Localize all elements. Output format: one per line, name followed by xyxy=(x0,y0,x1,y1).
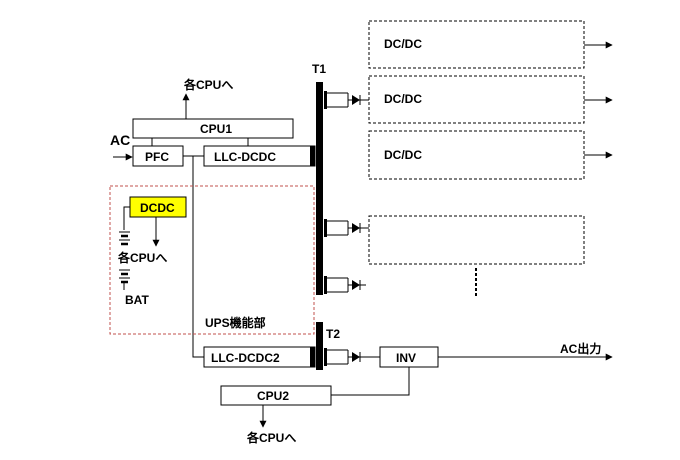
dcdc-box-3-label: DC/DC xyxy=(384,148,422,162)
battery-label: BAT xyxy=(125,293,149,307)
llc-dcdc2-label: LLC-DCDC2 xyxy=(211,351,280,365)
llc-dcdc-label: LLC-DCDC xyxy=(214,150,276,164)
secondary-winding-3 xyxy=(324,276,366,294)
to-cpus-ups-label: 各CPUへ xyxy=(117,250,167,265)
t1-label: T1 xyxy=(312,62,326,76)
t1-core-bar xyxy=(316,82,323,295)
battery-icon xyxy=(119,231,130,290)
diode-icon xyxy=(352,280,360,290)
to-cpus-top-label: 各CPUへ xyxy=(183,77,233,92)
dcdc-box-2-label: DC/DC xyxy=(384,92,422,106)
dcdc-box-1 xyxy=(368,20,585,69)
llc-primary-winding xyxy=(310,146,315,166)
cpu2-label: CPU2 xyxy=(257,389,289,403)
ac-output-label: AC出力 xyxy=(560,341,601,356)
inv-label: INV xyxy=(396,351,416,365)
diode-icon xyxy=(352,223,360,233)
ac-input-label: AC xyxy=(110,132,130,148)
diode-icon xyxy=(352,352,360,362)
dcdc-box-2 xyxy=(368,75,585,124)
t2-core-bar xyxy=(316,322,323,370)
to-cpus-bottom-label: 各CPUへ xyxy=(246,430,296,445)
llc2-primary-winding xyxy=(310,347,315,367)
diode-icon xyxy=(352,95,360,105)
battery-link xyxy=(123,206,130,230)
cpu1-box xyxy=(132,118,294,139)
secondary-winding-t2 xyxy=(324,348,380,366)
secondary-winding-1 xyxy=(324,91,369,109)
cpu2-inv-link xyxy=(331,367,410,396)
dcdc-box-3 xyxy=(368,130,585,180)
dc-bus-line xyxy=(192,156,204,358)
dcdc-box-4 xyxy=(368,215,585,265)
ups-section-label: UPS機能部 xyxy=(205,315,266,330)
pfc-label: PFC xyxy=(145,150,169,164)
cpu1-label: CPU1 xyxy=(200,122,232,136)
dcdc-box-1-label: DC/DC xyxy=(384,37,422,51)
t2-label: T2 xyxy=(326,327,340,341)
ups-section-border xyxy=(109,185,315,335)
secondary-winding-2 xyxy=(324,219,369,237)
ups-dcdc-label: DCDC xyxy=(140,201,175,215)
